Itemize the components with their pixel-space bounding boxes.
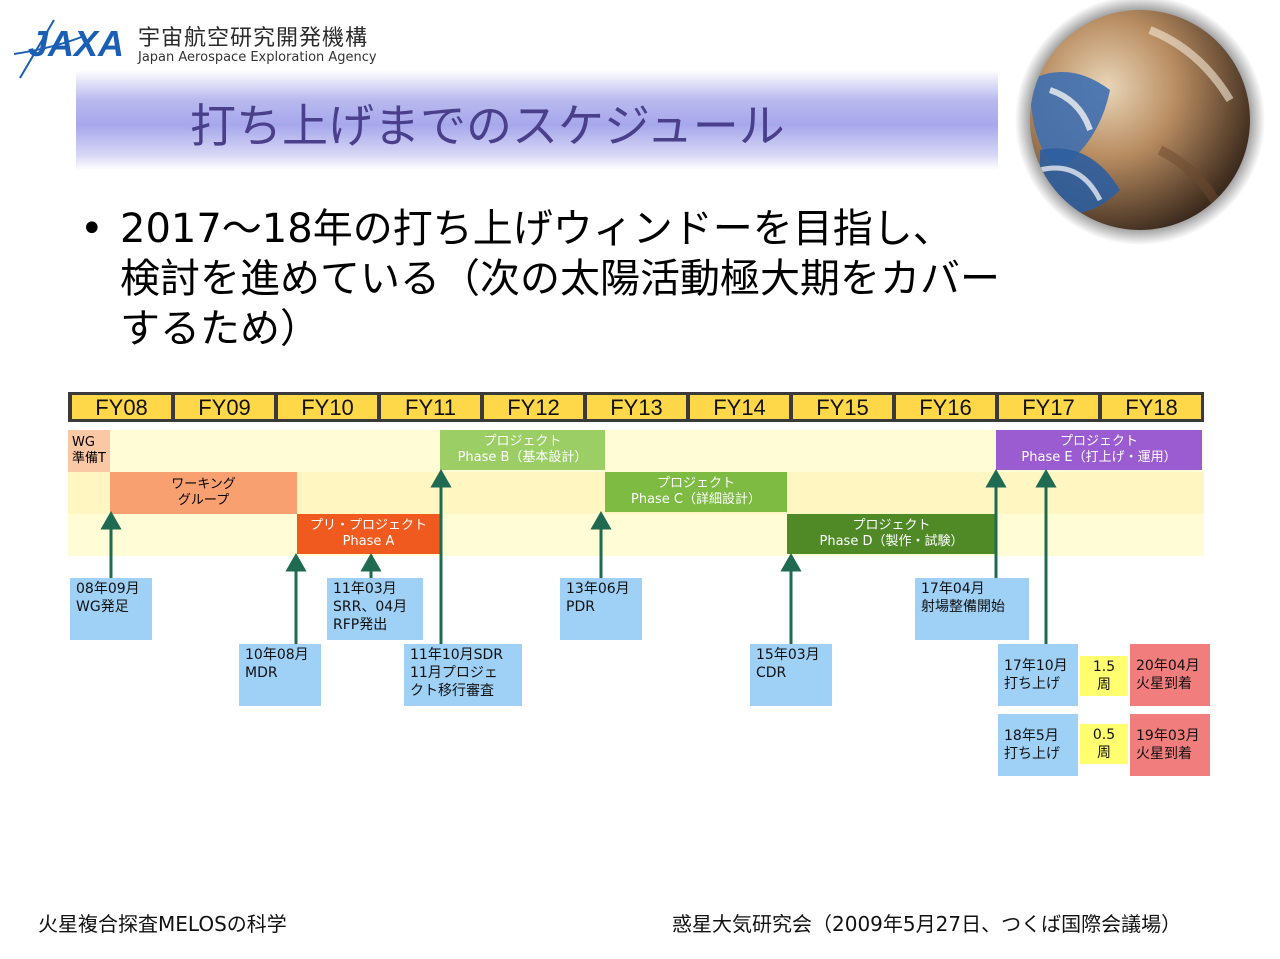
milestone-wg-start-line-1: 08年09月 — [76, 581, 140, 597]
timeline-lane-lower — [68, 514, 1204, 556]
phase-e: プロジェクト Phase E（打上げ・運用） — [996, 430, 1202, 470]
jaxa-logo: JAXA — [14, 19, 124, 79]
milestone-launch-fy17-line-2: 打ち上げ — [1004, 676, 1060, 692]
phase-working-group-line-1: ワーキング — [171, 477, 236, 492]
arrival-fy17-line-1: 20年04月 — [1136, 658, 1200, 674]
phase-c: プロジェクト Phase C（詳細設計） — [605, 472, 787, 512]
phase-pre-project-line-2: Phase A — [342, 534, 395, 549]
phase-pre-project-line-1: プリ・プロジェクト — [309, 518, 427, 533]
footer-right: 惑星大気研究会（2009年5月27日、つくば国際会議場） — [672, 912, 1182, 936]
milestone-cdr-line-2: CDR — [756, 665, 787, 681]
arrival-fy18-line-1: 19年03月 — [1136, 728, 1200, 744]
fy-cell-fy12: FY12 — [484, 395, 583, 420]
arrival-fy17: 20年04月 火星到着 — [1130, 644, 1210, 706]
fiscal-year-bar: FY08 FY09 FY10 FY11 FY12 FY13 FY14 FY15 … — [68, 392, 1204, 422]
org-name-jp: 宇宙航空研究開発機構 — [138, 26, 369, 51]
arrival-fy18: 19年03月 火星到着 — [1130, 714, 1210, 776]
cruise-fy17: 1.5周 — [1080, 656, 1128, 696]
milestone-launch-fy17-line-1: 17年10月 — [1004, 658, 1068, 674]
org-name-en: Japan Aerospace Exploration Agency — [138, 50, 377, 65]
jaxa-logo-text: JAXA — [28, 23, 124, 64]
milestone-srr-line-1: 11年03月 — [333, 581, 397, 597]
phase-d-line-1: プロジェクト — [852, 518, 931, 533]
milestone-pdr-line-1: 13年06月 — [566, 581, 630, 597]
phase-pre-project: プリ・プロジェクト Phase A — [297, 514, 440, 554]
milestone-wg-start-line-2: WG発足 — [76, 599, 129, 615]
milestone-launch-fy18-line-2: 打ち上げ — [1004, 746, 1060, 762]
fy-cell-fy18: FY18 — [1102, 395, 1201, 420]
phase-e-line-1: プロジェクト — [1059, 434, 1138, 449]
fy-cell-fy11: FY11 — [381, 395, 480, 420]
milestone-sdr-line-3: クト移行審査 — [410, 683, 494, 699]
fy-cell-fy17: FY17 — [999, 395, 1098, 420]
fy-cell-fy10: FY10 — [278, 395, 377, 420]
cruise-fy18: 0.5周 — [1080, 724, 1128, 764]
fy-cell-fy14: FY14 — [690, 395, 789, 420]
phase-b-line-2: Phase B（基本設計） — [457, 450, 588, 465]
phase-working-group: ワーキング グループ — [110, 472, 297, 514]
phase-b: プロジェクト Phase B（基本設計） — [440, 430, 605, 470]
milestone-sdr: 11年10月SDR 11月プロジェ クト移行審査 — [404, 644, 522, 706]
bullet-line-2: 検討を進めている（次の太陽活動極大期をカバー — [120, 256, 1000, 302]
arrival-fy17-line-2: 火星到着 — [1136, 676, 1192, 692]
milestone-launch-fy18: 18年5月 打ち上げ — [998, 714, 1078, 776]
milestone-mdr: 10年08月 MDR — [239, 644, 321, 706]
phase-c-line-2: Phase C（詳細設計） — [630, 492, 762, 507]
milestone-cdr-line-1: 15年03月 — [756, 647, 820, 663]
phase-d-line-2: Phase D（製作・試験） — [819, 534, 964, 549]
phase-e-line-2: Phase E（打上げ・運用） — [1021, 450, 1177, 465]
milestone-sdr-line-1: 11年10月SDR — [410, 647, 504, 663]
milestone-sdr-line-2: 11月プロジェ — [410, 665, 498, 681]
milestone-launch-fy17: 17年10月 打ち上げ — [998, 644, 1078, 706]
fy-cell-fy16: FY16 — [896, 395, 995, 420]
title-band — [76, 70, 998, 170]
phase-b-line-1: プロジェクト — [483, 434, 562, 449]
fy-cell-fy13: FY13 — [587, 395, 686, 420]
arrival-fy18-line-2: 火星到着 — [1136, 746, 1192, 762]
milestone-mdr-line-2: MDR — [245, 665, 278, 681]
phase-c-line-1: プロジェクト — [656, 476, 735, 491]
phase-wg-prep-line-2: 準備T — [72, 451, 106, 466]
milestone-launch-fy18-line-1: 18年5月 — [1004, 728, 1059, 744]
milestone-cdr: 15年03月 CDR — [750, 644, 832, 706]
bullet-marker: • — [80, 206, 104, 252]
fy-cell-fy08: FY08 — [72, 395, 171, 420]
milestone-range-prep-line-1: 17年04月 — [921, 581, 985, 597]
phase-working-group-line-2: グループ — [177, 493, 230, 508]
phase-wg-prep-line-1: WG — [72, 435, 95, 450]
slide-title: 打ち上げまでのスケジュール — [190, 99, 785, 153]
phase-d: プロジェクト Phase D（製作・試験） — [787, 514, 996, 554]
milestone-range-prep: 17年04月 射場整備開始 — [915, 578, 1029, 640]
milestone-srr-line-2: SRR、04月 — [333, 599, 408, 615]
milestone-pdr: 13年06月 PDR — [560, 578, 642, 640]
phase-wg-prep: WG 準備T — [68, 430, 110, 472]
milestone-mdr-line-1: 10年08月 — [245, 647, 309, 663]
milestone-srr-line-3: RFP発出 — [333, 617, 388, 633]
bullet-line-3: するため） — [120, 306, 320, 352]
planet-image — [1015, 0, 1265, 245]
milestone-wg-start: 08年09月 WG発足 — [70, 578, 152, 640]
milestone-srr: 11年03月 SRR、04月 RFP発出 — [327, 578, 423, 640]
milestone-range-prep-line-2: 射場整備開始 — [921, 599, 1005, 615]
fy-cell-fy15: FY15 — [793, 395, 892, 420]
footer-left: 火星複合探査MELOSの科学 — [38, 912, 287, 936]
fy-cell-fy09: FY09 — [175, 395, 274, 420]
milestone-pdr-line-2: PDR — [566, 599, 595, 615]
bullet-line-1: 2017～18年の打ち上げウィンドーを目指し、 — [120, 206, 953, 252]
